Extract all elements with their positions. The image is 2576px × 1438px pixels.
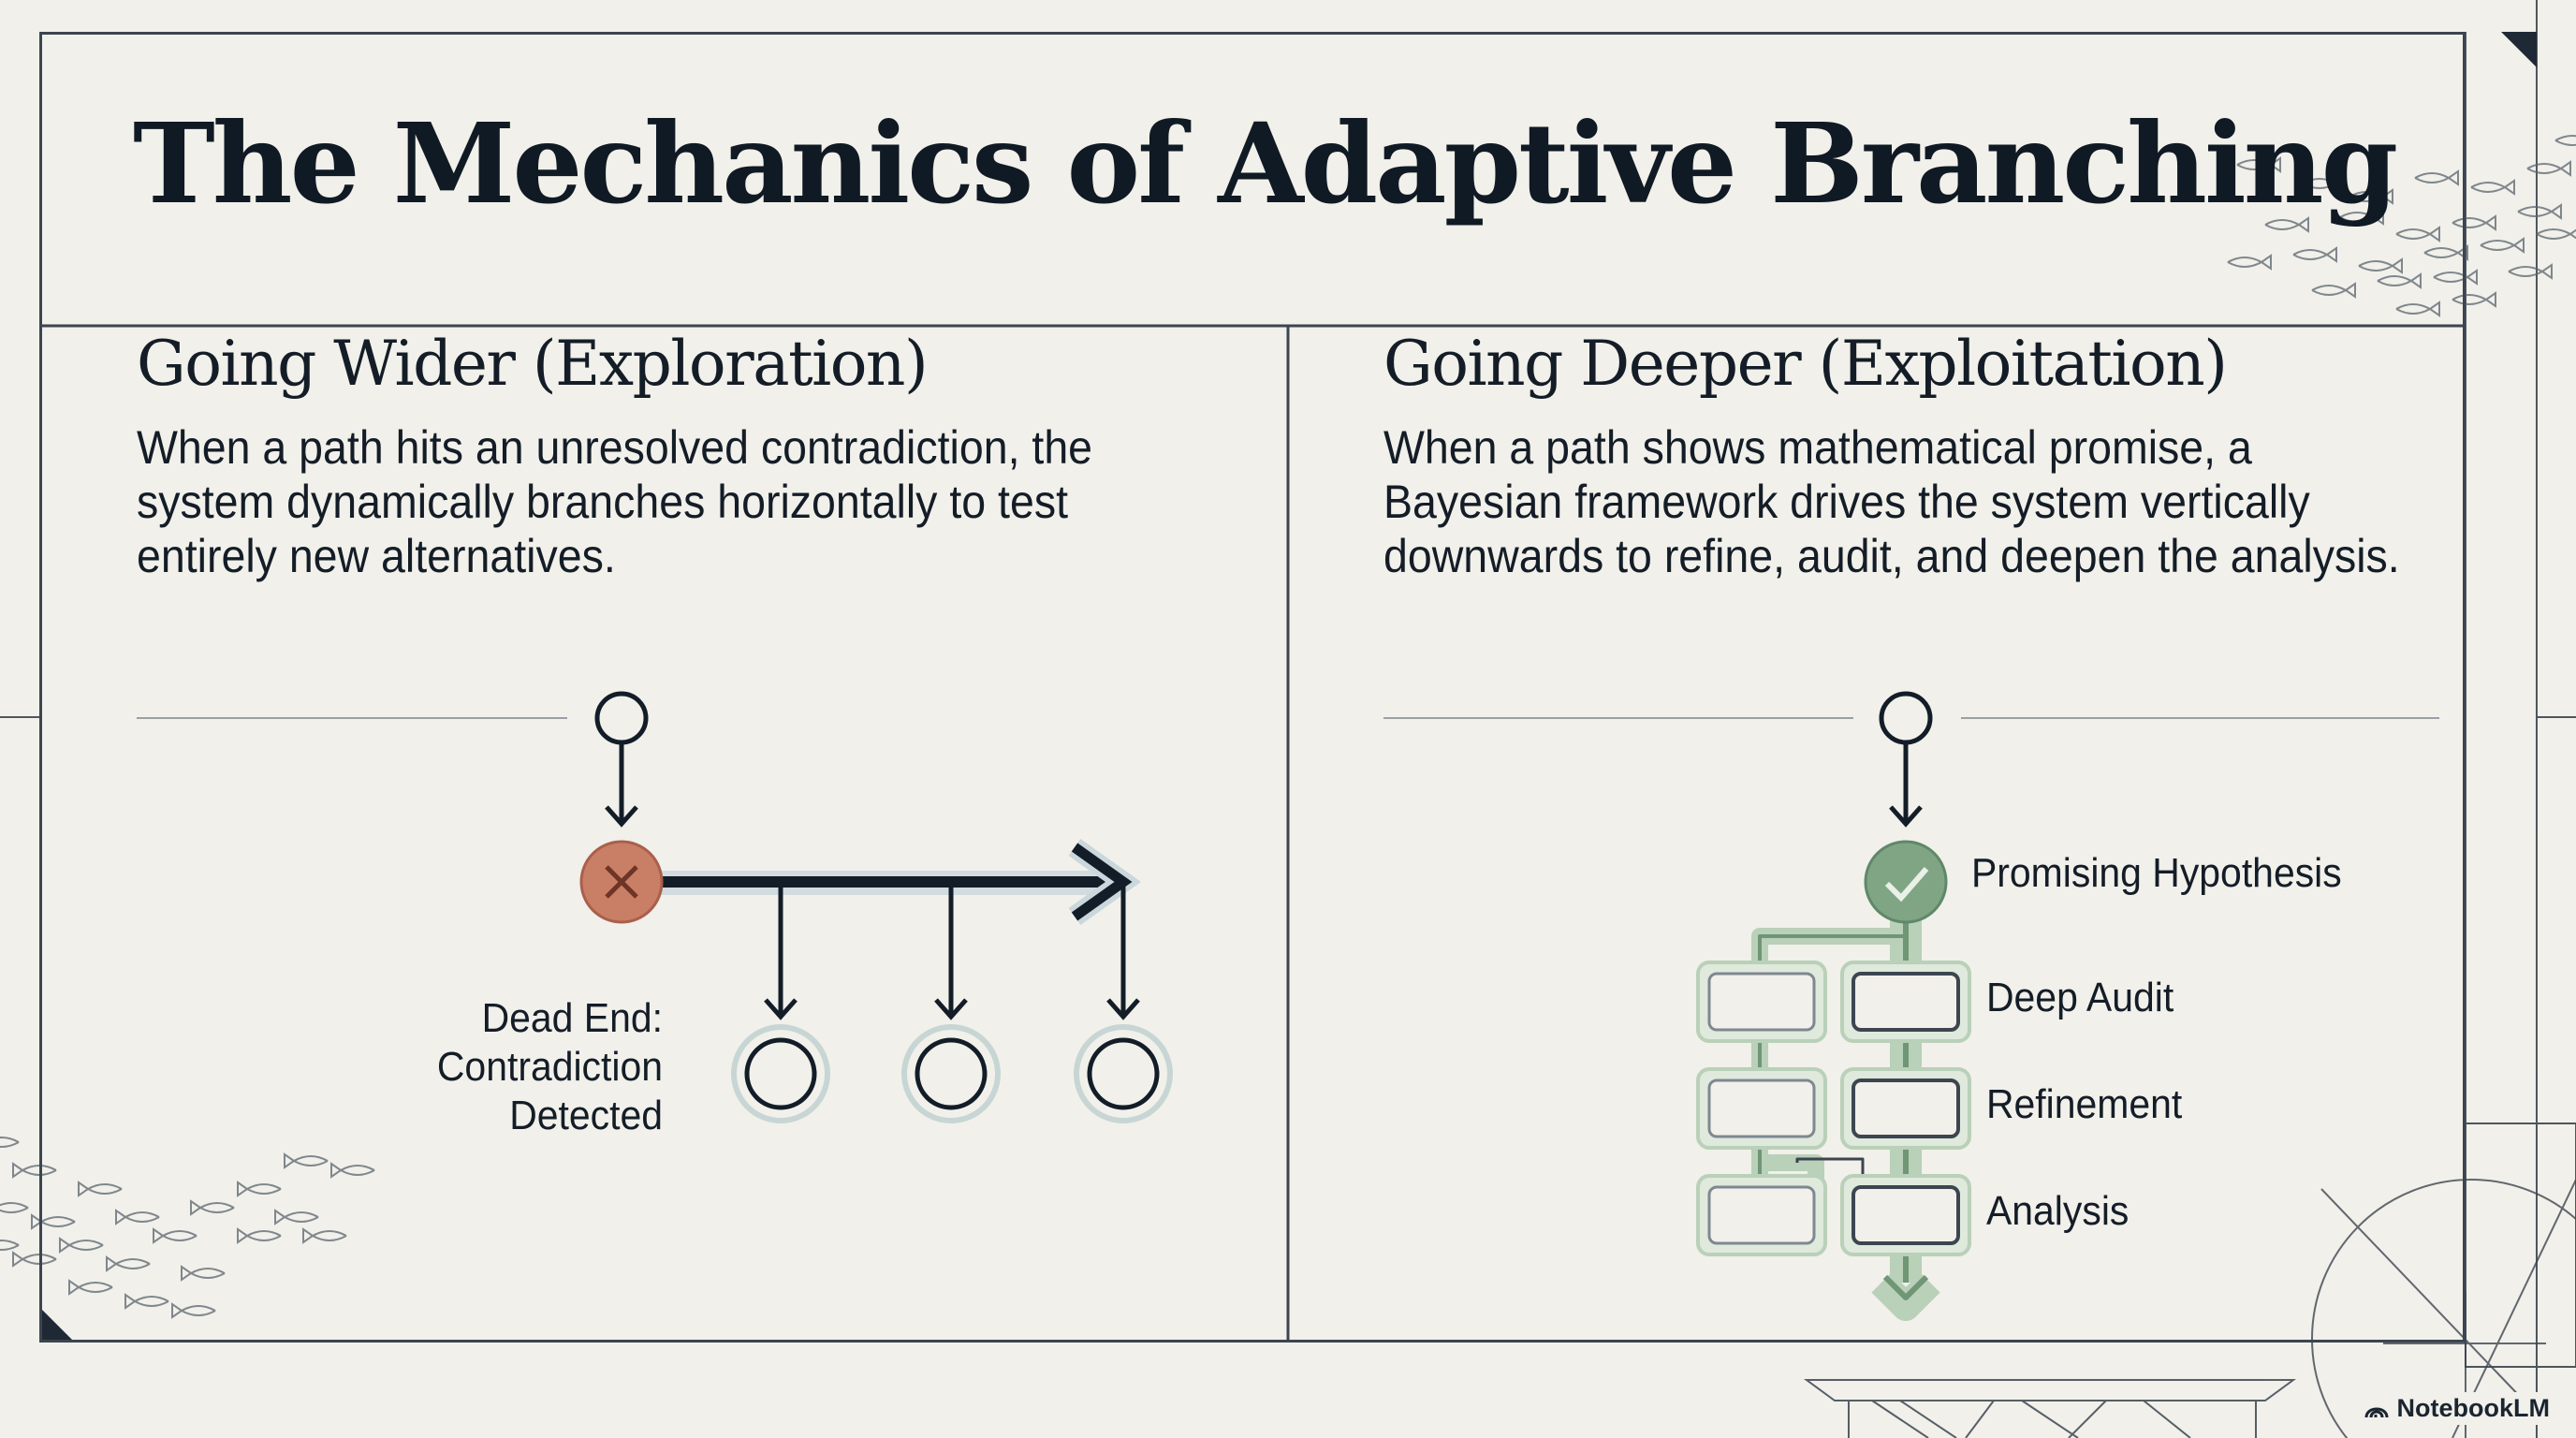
down-arrow — [1889, 742, 1923, 828]
audit-step-box — [1840, 1067, 1971, 1150]
fish-icon — [302, 1227, 347, 1244]
fish-icon — [68, 1279, 113, 1296]
fish-icon — [2480, 237, 2525, 254]
fish-icon — [171, 1302, 216, 1319]
fish-icon — [190, 1199, 235, 1216]
bridge-sketch — [1803, 1379, 2297, 1438]
fish-icon — [0, 1202, 29, 1213]
fish-icon — [2554, 135, 2576, 146]
new-branch-node — [731, 884, 830, 1123]
audit-step-box — [1840, 961, 1971, 1043]
fish-icon — [2264, 216, 2309, 233]
page-title: The Mechanics of Adaptive Branching — [133, 98, 2398, 228]
stage-label-refinement: Refinement — [1986, 1081, 2183, 1127]
fish-icon — [2433, 269, 2478, 286]
stage-label-deep-audit: Deep Audit — [1986, 975, 2174, 1020]
promising-node — [1864, 840, 1948, 924]
fish-icon — [2349, 188, 2393, 205]
fish-icon — [2339, 209, 2384, 226]
panel-dividers — [39, 324, 2466, 1343]
fish-icon — [115, 1209, 160, 1225]
fish-icon — [2470, 179, 2515, 196]
fish-icon — [330, 1162, 375, 1179]
fish-school-illustration — [0, 1137, 375, 1319]
stage-label-promising-hypothesis: Promising Hypothesis — [1971, 850, 2342, 896]
corner-mark — [39, 1307, 75, 1343]
brand-name: NotebookLM — [2396, 1394, 2550, 1422]
fish-icon — [2508, 263, 2553, 280]
fish-icon — [2452, 214, 2496, 231]
fish-icon — [2517, 203, 2562, 220]
fish-school-illustration — [2227, 135, 2576, 317]
fish-icon — [124, 1293, 169, 1310]
fish-icon — [237, 1181, 282, 1197]
start-node — [1879, 691, 1933, 745]
fish-icon — [153, 1227, 198, 1244]
exploitation-description: When a path shows mathematical promise, … — [1383, 421, 2400, 582]
stage-label-analysis: Analysis — [1986, 1188, 2130, 1234]
fish-icon — [2526, 160, 2571, 177]
fish-icon — [2536, 228, 2576, 240]
fish-icon — [2452, 291, 2496, 308]
fish-icon — [284, 1152, 329, 1169]
fish-icon — [0, 1240, 20, 1251]
fish-icon — [2236, 156, 2281, 173]
brand-badge: NotebookLM — [2355, 1392, 2557, 1425]
exploration-description: When a path hits an unresolved contradic… — [137, 421, 1093, 582]
slide-frame — [39, 32, 2466, 1343]
down-arrow — [605, 742, 638, 828]
audit-step-box — [1840, 1174, 1971, 1256]
fish-icon — [12, 1251, 57, 1268]
fish-icon — [78, 1181, 123, 1197]
fish-icon — [2227, 254, 2272, 271]
fish-icon — [2292, 246, 2337, 263]
fish-icon — [2395, 226, 2440, 242]
audit-step-box — [1696, 1174, 1827, 1256]
fish-icon — [2358, 257, 2403, 274]
fish-icon — [106, 1255, 151, 1272]
fish-icon — [2302, 175, 2347, 192]
fish-icon — [0, 1137, 20, 1148]
horizontal-branch-arrow — [655, 839, 1141, 925]
exploitation-heading: Going Deeper (Exploitation) — [1383, 328, 2228, 400]
exploitation-panel: Going Deeper (Exploitation) When a path … — [1383, 328, 2563, 583]
dead-end-label: Dead End: Contradiction Detected — [412, 946, 663, 1140]
fish-icon — [2311, 282, 2356, 299]
corner-mark — [2501, 32, 2537, 67]
fish-icon — [237, 1227, 282, 1244]
fish-icon — [274, 1209, 319, 1225]
fish-icon — [2414, 169, 2459, 186]
fish-icon — [2377, 272, 2422, 289]
exploration-panel: Going Wider (Exploration) When a path hi… — [137, 328, 1316, 583]
exploration-heading: Going Wider (Exploration) — [137, 328, 929, 400]
audit-step-box — [1696, 1067, 1827, 1150]
audit-step-box — [1696, 961, 1827, 1043]
new-branch-node — [901, 884, 1001, 1123]
dead-end-label-text: Dead End: Contradiction Detected — [436, 995, 663, 1138]
fish-icon — [59, 1237, 104, 1254]
fish-icon — [2395, 301, 2440, 317]
notebooklm-logo-icon — [2364, 1407, 2389, 1417]
dead-end-node — [579, 840, 664, 924]
new-branch-node — [1074, 884, 1173, 1123]
fish-icon — [181, 1265, 226, 1282]
fish-icon — [12, 1162, 57, 1179]
